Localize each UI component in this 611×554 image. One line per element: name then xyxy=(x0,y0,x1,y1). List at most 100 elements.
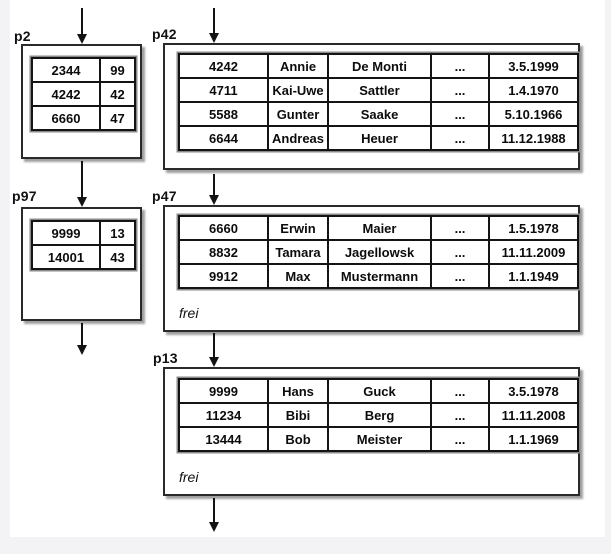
arrow-p42-to-p47-icon xyxy=(208,174,220,205)
table-cell: ... xyxy=(430,426,490,452)
table-cell: ... xyxy=(430,125,490,151)
table-cell: 9999 xyxy=(178,378,269,404)
arrow-shaft xyxy=(81,161,83,199)
table-cell: 1.1.1969 xyxy=(488,426,579,452)
table-cell: 5.10.1966 xyxy=(488,101,579,127)
table-cell: Erwin xyxy=(267,215,329,241)
table-cell: Gunter xyxy=(267,101,329,127)
page-label-p2: p2 xyxy=(14,28,31,44)
table-cell: Maier xyxy=(327,215,432,241)
table-cell: Jagellowsk xyxy=(327,239,432,265)
table-cell: 11234 xyxy=(178,402,269,428)
table-cell: Andreas xyxy=(267,125,329,151)
arrow-shaft xyxy=(213,8,215,35)
table-cell: 3.5.1999 xyxy=(488,53,579,79)
table-cell: Max xyxy=(267,263,329,289)
table-cell: ... xyxy=(430,101,490,127)
arrowhead-down-icon xyxy=(76,197,87,207)
table-cell: ... xyxy=(430,263,490,289)
table-cell: Bob xyxy=(267,426,329,452)
table-cell: 2344 xyxy=(31,57,101,83)
arrowhead-down-icon xyxy=(76,34,87,44)
table-cell: ... xyxy=(430,402,490,428)
table-cell: 9999 xyxy=(31,220,101,246)
table-cell: 13 xyxy=(99,220,136,246)
page-label-p42: p42 xyxy=(152,26,177,42)
table-cell: De Monti xyxy=(327,53,432,79)
table-cell: 6660 xyxy=(178,215,269,241)
table-cell: 4711 xyxy=(178,77,269,103)
arrow-p47-to-p13-icon xyxy=(208,333,220,367)
table-cell: 42 xyxy=(99,81,136,107)
table-cell: 6644 xyxy=(178,125,269,151)
table-cell: ... xyxy=(430,378,490,404)
table-cell: 11.11.2008 xyxy=(488,402,579,428)
arrowhead-down-icon xyxy=(208,195,219,205)
free-space-label: frei xyxy=(179,305,199,321)
table-cell: 3.5.1978 xyxy=(488,378,579,404)
table-cell: 11.11.2009 xyxy=(488,239,579,265)
page-label-p97: p97 xyxy=(12,188,37,204)
table-cell: ... xyxy=(430,239,490,265)
arrow-p2-to-p97-icon xyxy=(76,161,88,207)
arrow-shaft xyxy=(81,8,83,36)
table-cell: 43 xyxy=(99,244,136,270)
table-cell: 1.4.1970 xyxy=(488,77,579,103)
table-cell: 47 xyxy=(99,105,136,131)
table-cell: 11.12.1988 xyxy=(488,125,579,151)
table-cell: 4242 xyxy=(178,53,269,79)
table-cell: ... xyxy=(430,53,490,79)
table-cell: 9912 xyxy=(178,263,269,289)
table-cell: Heuer xyxy=(327,125,432,151)
arrowhead-down-icon xyxy=(76,345,87,355)
table-cell: 1.5.1978 xyxy=(488,215,579,241)
table-cell: Kai-Uwe xyxy=(267,77,329,103)
table-cell: Bibi xyxy=(267,402,329,428)
arrow-shaft xyxy=(213,498,215,524)
arrow-into-p42-icon xyxy=(208,8,220,43)
arrow-out-of-p13-icon xyxy=(208,498,220,532)
table-cell: ... xyxy=(430,215,490,241)
table-cell: ... xyxy=(430,77,490,103)
arrow-out-of-p97-icon xyxy=(76,323,88,355)
table-cell: 1.1.1949 xyxy=(488,263,579,289)
table-cell: Berg xyxy=(327,402,432,428)
arrowhead-down-icon xyxy=(208,522,219,532)
table-cell: Sattler xyxy=(327,77,432,103)
arrow-shaft xyxy=(81,323,83,347)
table-cell: Guck xyxy=(327,378,432,404)
page-label-p47: p47 xyxy=(152,188,177,204)
table-cell: Hans xyxy=(267,378,329,404)
table-cell: 99 xyxy=(99,57,136,83)
table-cell: 8832 xyxy=(178,239,269,265)
arrowhead-down-icon xyxy=(208,33,219,43)
free-space-label: frei xyxy=(179,469,199,485)
table-cell: Meister xyxy=(327,426,432,452)
table-cell: Annie xyxy=(267,53,329,79)
arrow-shaft xyxy=(213,333,215,359)
table-cell: 13444 xyxy=(178,426,269,452)
